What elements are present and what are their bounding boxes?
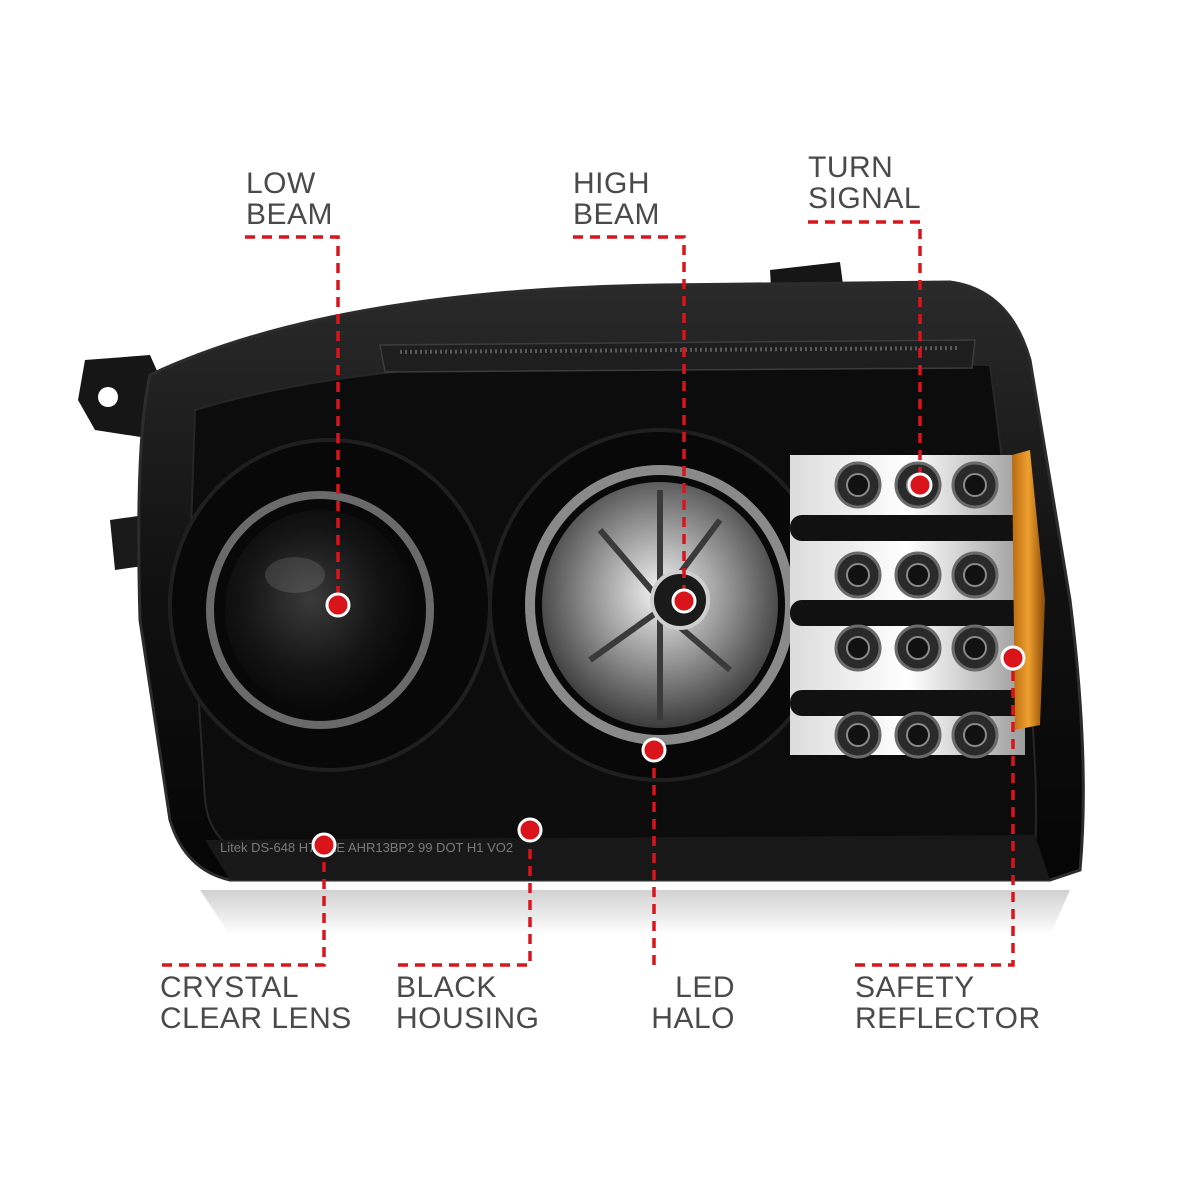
led-grid — [834, 461, 999, 759]
marker-turn-signal — [907, 472, 933, 498]
lens-markings: Litek DS-648 H7 SAE AHR13BP2 99 DOT H1 V… — [220, 840, 513, 855]
marker-crystal-clear-lens — [311, 832, 337, 858]
label-turn-signal: TURN SIGNAL — [808, 151, 922, 215]
led-pod — [834, 624, 882, 672]
leader-crystal-clear-lens — [162, 845, 326, 967]
label-safety-reflector: SAFETY REFLECTOR — [855, 971, 1041, 1035]
led-pod — [834, 551, 882, 599]
marker-high-beam — [671, 588, 697, 614]
leader-black-housing — [398, 830, 532, 967]
led-pod — [894, 624, 942, 672]
marker-low-beam — [325, 592, 351, 618]
marker-led-halo — [641, 737, 667, 763]
leader-high-beam — [573, 235, 686, 601]
led-pod — [834, 711, 882, 759]
led-pod — [951, 624, 999, 672]
label-low-beam: LOW BEAM — [246, 167, 334, 231]
leader-safety-reflector — [855, 658, 1015, 967]
led-pod — [951, 461, 999, 509]
led-pod — [951, 551, 999, 599]
marker-safety-reflector — [1000, 645, 1026, 671]
led-pod — [834, 461, 882, 509]
label-high-beam: HIGH BEAM — [573, 167, 661, 231]
led-pod — [894, 551, 942, 599]
high-beam-reflector — [488, 428, 832, 782]
label-led-halo: LED HALO — [651, 971, 735, 1035]
leader-turn-signal — [808, 220, 922, 485]
led-pod — [894, 711, 942, 759]
led-pod — [951, 711, 999, 759]
label-crystal-clear-lens: CRYSTAL CLEAR LENS — [160, 971, 352, 1035]
floor-reflection — [200, 890, 1070, 935]
label-black-housing: BLACK HOUSING — [396, 971, 540, 1035]
callout-markers — [311, 472, 1026, 858]
leader-low-beam — [245, 235, 340, 605]
callout-leaders — [162, 220, 1015, 967]
marker-black-housing — [517, 817, 543, 843]
